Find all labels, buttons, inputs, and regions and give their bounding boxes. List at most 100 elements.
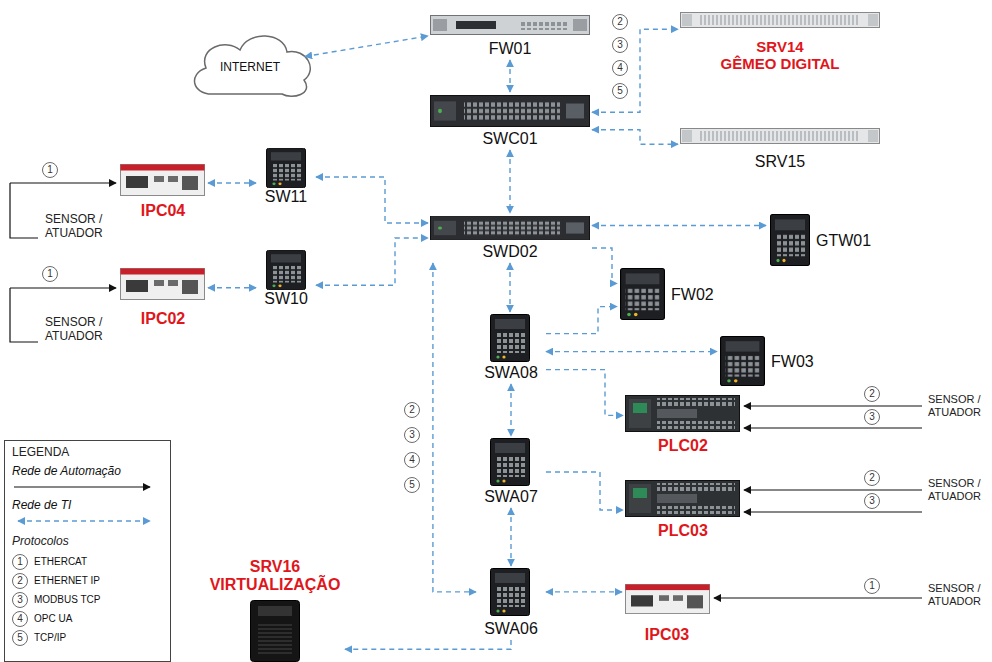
firewall-icon — [721, 337, 765, 386]
callout-number: 5 — [404, 477, 420, 493]
device-label: FW03 — [771, 353, 814, 371]
device-name: SWA08 — [484, 364, 538, 382]
automation-wire — [10, 287, 116, 288]
device-name: SWA07 — [484, 488, 538, 506]
device-node: SW10 — [256, 248, 316, 310]
device-name: SRV16 — [210, 558, 341, 576]
device-node: FW03 — [717, 334, 827, 390]
core-switch-icon — [431, 96, 590, 127]
callout-number: 3 — [612, 37, 628, 53]
callout-number: 4 — [612, 60, 628, 76]
device-node: SWA08 — [476, 312, 546, 384]
callout-number: 2 — [612, 14, 628, 30]
device-node: PLC02 — [623, 393, 743, 457]
device-node: SWC01 — [428, 92, 592, 150]
device-node: SWA07 — [476, 436, 546, 508]
ipc-icon — [121, 165, 205, 196]
switch-icon — [491, 439, 530, 486]
device-label: SWA08 — [484, 364, 538, 382]
device-name: PLC02 — [658, 437, 708, 455]
device-name: SW10 — [264, 290, 308, 308]
note-label: SENSOR / ATUADOR — [45, 316, 117, 344]
device-node: FW01 — [428, 12, 592, 60]
device-node: INTERNET — [195, 40, 305, 95]
switch-icon — [491, 315, 530, 362]
firewall-icon — [621, 269, 665, 320]
device-name: GÊMEO DIGITAL — [721, 55, 840, 72]
automation-wire — [10, 183, 38, 238]
network-link — [592, 248, 617, 283]
device-label: IPC03 — [645, 626, 689, 644]
note-label: SENSOR / ATUADOR — [45, 213, 117, 241]
callout-number: 2 — [864, 470, 880, 486]
network-link — [546, 591, 622, 592]
device-name: FW01 — [489, 40, 532, 58]
network-link — [509, 60, 510, 92]
device-node: GTW01 — [766, 212, 884, 270]
device-node: SW11 — [256, 146, 316, 208]
callout-number: 1 — [42, 266, 58, 282]
device-name: FW03 — [771, 353, 814, 371]
network-link — [592, 29, 678, 112]
automation-wire — [744, 427, 922, 428]
switch-icon — [267, 148, 306, 187]
device-name: GTW01 — [816, 232, 871, 250]
device-label: SRV15 — [755, 153, 805, 171]
network-link — [433, 263, 476, 592]
device-name: IPC02 — [141, 310, 185, 328]
device-name: INTERNET — [220, 61, 280, 75]
distribution-switch-icon — [431, 216, 590, 239]
device-name: VIRTUALIZAÇÃO — [210, 576, 341, 594]
internet-cloud — [195, 36, 311, 96]
callout-number: 1 — [12, 554, 28, 570]
device-label: SWA07 — [484, 488, 538, 506]
network-link — [208, 182, 256, 183]
device-node: SRV14GÊMEO DIGITAL — [678, 10, 882, 74]
legend-entry: Rede de TI — [12, 498, 71, 512]
callout-number: 4 — [404, 452, 420, 468]
callout-number: 3 — [864, 409, 880, 425]
network-link — [510, 384, 511, 436]
network-link — [305, 36, 428, 57]
device-label: INTERNET — [220, 61, 280, 75]
device-name: SW11 — [265, 188, 307, 206]
legend-entry: MODBUS TCP — [34, 594, 101, 605]
device-label: PLC02 — [658, 437, 708, 455]
automation-wire — [744, 489, 922, 490]
device-name: SWD02 — [482, 243, 537, 261]
device-name: IPC04 — [141, 202, 185, 220]
automation-wire — [10, 288, 38, 342]
device-label: IPC02 — [141, 310, 185, 328]
legend-it-sample — [18, 520, 150, 521]
ipc-icon — [121, 269, 205, 300]
device-name: SWA06 — [484, 620, 538, 638]
device-label: IPC04 — [141, 202, 185, 220]
automation-wire — [10, 182, 116, 183]
server-icon — [681, 13, 880, 28]
network-link — [592, 225, 766, 226]
legend-automation-sample — [14, 486, 150, 487]
network-link — [316, 238, 428, 285]
network-link — [345, 640, 511, 649]
network-link — [592, 130, 678, 145]
device-node: SWD02 — [428, 213, 592, 263]
callout-number: 1 — [42, 162, 58, 178]
legend-entry: OPC UA — [34, 613, 72, 624]
device-label: SWA06 — [484, 620, 538, 638]
callout-number: 2 — [12, 573, 28, 589]
legend-entry: TCP/IP — [34, 632, 66, 643]
device-node: IPC03 — [622, 582, 712, 646]
legend-entry: ETHERCAT — [34, 556, 87, 567]
callout-number: 3 — [404, 427, 420, 443]
note-label: LEGENDA — [12, 446, 69, 460]
network-link — [509, 263, 510, 312]
callout-number: 5 — [12, 630, 28, 646]
switch-icon — [491, 569, 530, 616]
note-label: SENSOR / ATUADOR — [928, 582, 990, 607]
automation-wire — [744, 511, 922, 512]
callout-number: 5 — [612, 83, 628, 99]
legend-entry: Rede de Automação — [12, 464, 121, 478]
